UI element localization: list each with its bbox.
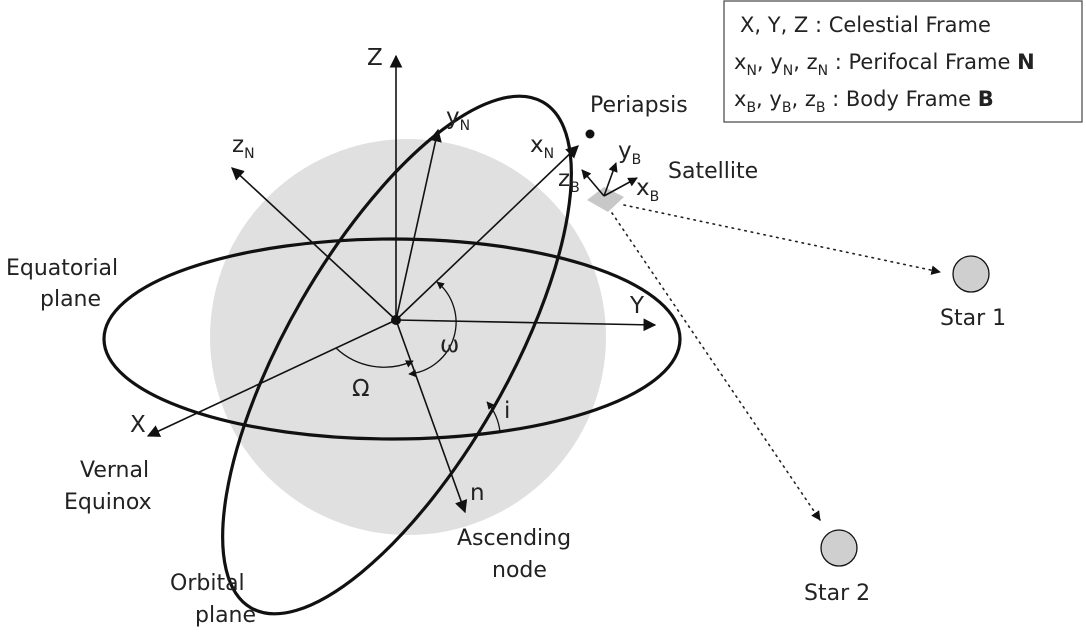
ascending-node-label-1: Ascending bbox=[457, 526, 571, 551]
zn-axis-label: zN bbox=[232, 132, 255, 162]
node-line-n bbox=[395, 319, 468, 514]
earth-sphere bbox=[210, 139, 606, 535]
legend-box: X, Y, Z : Celestial Frame xN, yN, zN : P… bbox=[723, 0, 1083, 123]
star2 bbox=[820, 529, 858, 567]
sight-line-star1 bbox=[623, 204, 941, 275]
star2-label: Star 2 bbox=[804, 581, 870, 606]
zn-axis bbox=[231, 167, 397, 321]
yn-axis-label: yN bbox=[446, 104, 470, 134]
origin-point bbox=[391, 315, 401, 325]
legend-perifocal: xN, yN, zN : Perifocal Frame N bbox=[734, 50, 1035, 79]
equatorial-plane-ellipse bbox=[102, 237, 682, 441]
ascending-node-label-2: node bbox=[492, 558, 547, 583]
omega-arc bbox=[408, 281, 457, 378]
equatorial-plane-label-1: Equatorial bbox=[6, 256, 118, 281]
vernal-equinox-label-2: Equinox bbox=[64, 490, 152, 515]
n-axis-label: n bbox=[470, 480, 485, 506]
sight-line-star2 bbox=[611, 212, 821, 521]
star1-label: Star 1 bbox=[940, 306, 1006, 331]
x-axis bbox=[146, 319, 397, 437]
y-axis-label: Y bbox=[629, 293, 645, 319]
equatorial-plane-label-2: plane bbox=[40, 287, 101, 312]
z-axis-label: Z bbox=[367, 45, 383, 71]
xn-axis-label: xN bbox=[530, 132, 554, 162]
i-label: i bbox=[504, 398, 510, 424]
xb-axis bbox=[603, 177, 638, 197]
yn-axis bbox=[395, 128, 442, 321]
yb-axis bbox=[603, 162, 618, 197]
satellite-label: Satellite bbox=[668, 159, 758, 184]
periapsis-label: Periapsis bbox=[590, 93, 688, 118]
periapsis-point bbox=[585, 129, 595, 139]
satellite-body bbox=[587, 187, 624, 212]
Omega-arc bbox=[335, 347, 414, 368]
x-axis-label: X bbox=[130, 412, 146, 438]
vernal-equinox-label-1: Vernal bbox=[80, 458, 149, 483]
legend-frame bbox=[723, 0, 1083, 123]
i-arc bbox=[486, 401, 501, 433]
Omega-label: Ω bbox=[352, 376, 370, 402]
zb-axis bbox=[581, 169, 605, 197]
star1 bbox=[952, 255, 990, 293]
omega-label: ω bbox=[440, 332, 459, 358]
legend-body: xB, yB, zB : Body Frame B bbox=[734, 87, 994, 116]
yb-axis-label: yB bbox=[618, 138, 641, 168]
orbital-plane-label-2: plane bbox=[195, 603, 256, 628]
legend-celestial: X, Y, Z : Celestial Frame bbox=[740, 13, 991, 37]
xb-axis-label: xB bbox=[636, 175, 659, 205]
zb-axis-label: zB bbox=[558, 166, 580, 196]
orbital-plane-label-1: Orbital bbox=[170, 571, 245, 596]
